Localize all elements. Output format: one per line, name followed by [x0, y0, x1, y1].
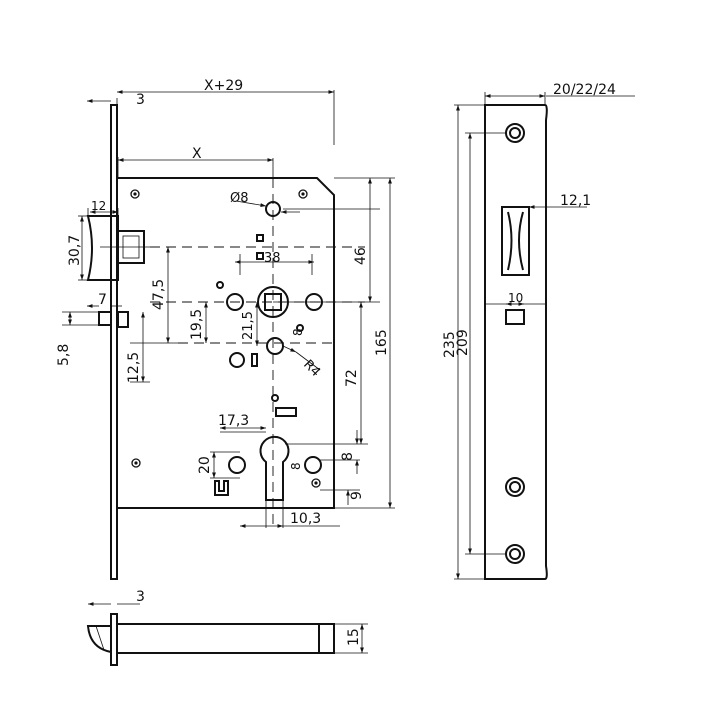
- dim-cylinder-bottom: 9: [349, 491, 365, 500]
- lower-hole-left: [229, 352, 245, 368]
- dim-deadbolt-offset: 5,8: [56, 344, 72, 366]
- dim-spindle-offset-b: 21,5: [241, 311, 256, 340]
- dim-body-depth: 15: [346, 628, 362, 646]
- dim-cylinder-lower: 8: [340, 452, 356, 461]
- bottom-latch: [86, 625, 112, 653]
- spindle-pivot: [266, 337, 284, 355]
- faceplate-view: [454, 92, 635, 580]
- screw-bottom-left: [131, 458, 141, 468]
- dim-latch-height: 12: [91, 199, 106, 213]
- deadbolt-tail: [117, 311, 129, 328]
- cylinder-side-hole-left: [228, 456, 246, 474]
- bottom-body: [116, 623, 335, 654]
- dim-bottom-thickness: 3: [136, 589, 145, 605]
- lock-body: [118, 177, 335, 509]
- body-screws: [130, 189, 321, 488]
- dim-cylinder-side: 20: [197, 456, 213, 474]
- dim-bolt-to-spindle: 12,5: [126, 352, 142, 383]
- indicator-square-2: [256, 252, 264, 260]
- dim-spindle-top: 46: [353, 247, 369, 265]
- dim-cylinder-offset: 17,3: [218, 413, 249, 429]
- dim-screw-spacing: 209: [455, 329, 471, 356]
- lower-slot: [251, 353, 258, 367]
- dim-latch-window: 10: [508, 291, 523, 305]
- screw-bottom-right: [311, 478, 321, 488]
- cylinder-cam: [214, 480, 229, 496]
- faceplate-screw-middle: [505, 477, 525, 497]
- bottom-view: [86, 602, 368, 666]
- screw-top-right: [298, 189, 308, 199]
- dim-latch-length: 30,7: [67, 235, 83, 266]
- follower-hole-left: [226, 293, 244, 311]
- deadbolt: [98, 311, 112, 326]
- dim-body-height: 165: [374, 329, 390, 356]
- faceplate-outline: [484, 104, 548, 580]
- dim-strike-width: 12,1: [560, 193, 591, 209]
- faceplate-screw-bottom: [505, 544, 525, 564]
- small-slot: [275, 407, 297, 417]
- dim-hole-spacing: 38: [264, 251, 281, 266]
- dim-hole-diameter: Ø8: [230, 191, 249, 206]
- dim-faceplate-width: 20/22/24: [553, 82, 616, 98]
- faceplate-deadbolt-window: [505, 309, 525, 325]
- dim-spindle-to-latch: 47,5: [151, 279, 167, 310]
- faceplate-latch-window: [501, 206, 530, 276]
- cylinder-side-hole-right: [304, 456, 322, 474]
- faceplate: [110, 104, 118, 580]
- cylinder-cutout: [259, 435, 290, 501]
- small-hole-mid: [271, 394, 279, 402]
- dim-spindle-offset-a: 19,5: [189, 309, 205, 340]
- dim-spindle-to-cylinder: 72: [344, 369, 360, 387]
- dim-small-hole: 8: [291, 328, 305, 336]
- indicator-square-1: [256, 234, 264, 242]
- dim-backset: X: [192, 146, 202, 162]
- dim-backset-total: X+29: [204, 78, 243, 94]
- dim-cylinder-small-hole: 8: [289, 462, 303, 470]
- dim-front-thickness-top: 3: [136, 92, 145, 108]
- dim-deadbolt-projection: 7: [98, 292, 107, 308]
- front-view: [62, 90, 395, 580]
- dim-cylinder-width: 10,3: [290, 511, 321, 527]
- dim-radius: R4: [300, 357, 323, 380]
- small-hole-lower-right: [296, 324, 304, 332]
- faceplate-screw-top: [505, 123, 525, 143]
- latch-bolt: [86, 215, 119, 281]
- small-hole-upper-left: [216, 281, 224, 289]
- dim-faceplate-length: 235: [442, 331, 458, 358]
- screw-top-left: [130, 189, 140, 199]
